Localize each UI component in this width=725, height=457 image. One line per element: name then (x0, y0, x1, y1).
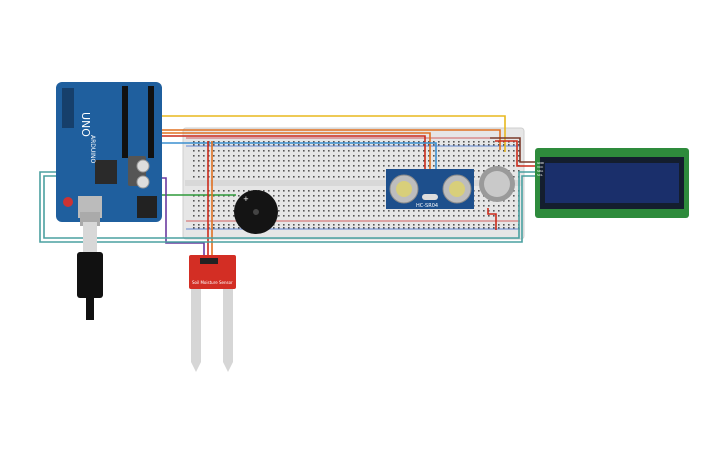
soil-moisture-sensor[interactable]: Soil Moisture Sensor (189, 255, 236, 372)
lcd-display[interactable]: GND VCC SDA SCL (535, 148, 689, 218)
wire-red-sensor (487, 208, 497, 230)
wire-blue (160, 142, 437, 170)
ultrasonic-model-text: HC-SR04 (416, 203, 438, 209)
wire-teal-2 (43, 171, 535, 239)
svg-text:+: + (243, 195, 249, 203)
arduino-board-text: UNO (79, 112, 92, 137)
wire-orange-2 (150, 129, 501, 150)
lcd-pin-vcc: VCC (537, 165, 543, 169)
piezo-buzzer[interactable]: + (234, 190, 278, 234)
soil-sensor-label: Soil Moisture Sensor (192, 280, 233, 285)
wire-red-lcd (495, 140, 535, 167)
wire-orange (130, 132, 431, 170)
lcd-pin-sda: SDA (537, 169, 544, 173)
wire-purple (162, 177, 205, 255)
ultrasonic-sensor[interactable]: HC-SR04 (386, 169, 474, 209)
wire-red (140, 135, 426, 170)
wire-yellow (158, 115, 506, 152)
wire-teal (39, 171, 535, 243)
wire-brown (490, 137, 535, 163)
gas-sensor[interactable] (479, 166, 515, 202)
lcd-pin-scl: SCL (537, 173, 543, 177)
usb-cable (77, 222, 103, 320)
lcd-pin-gnd: GND (537, 161, 545, 165)
arduino-uno-board[interactable]: UNO ARDUINO (56, 82, 162, 226)
arduino-brand-text: ARDUINO (89, 135, 96, 164)
